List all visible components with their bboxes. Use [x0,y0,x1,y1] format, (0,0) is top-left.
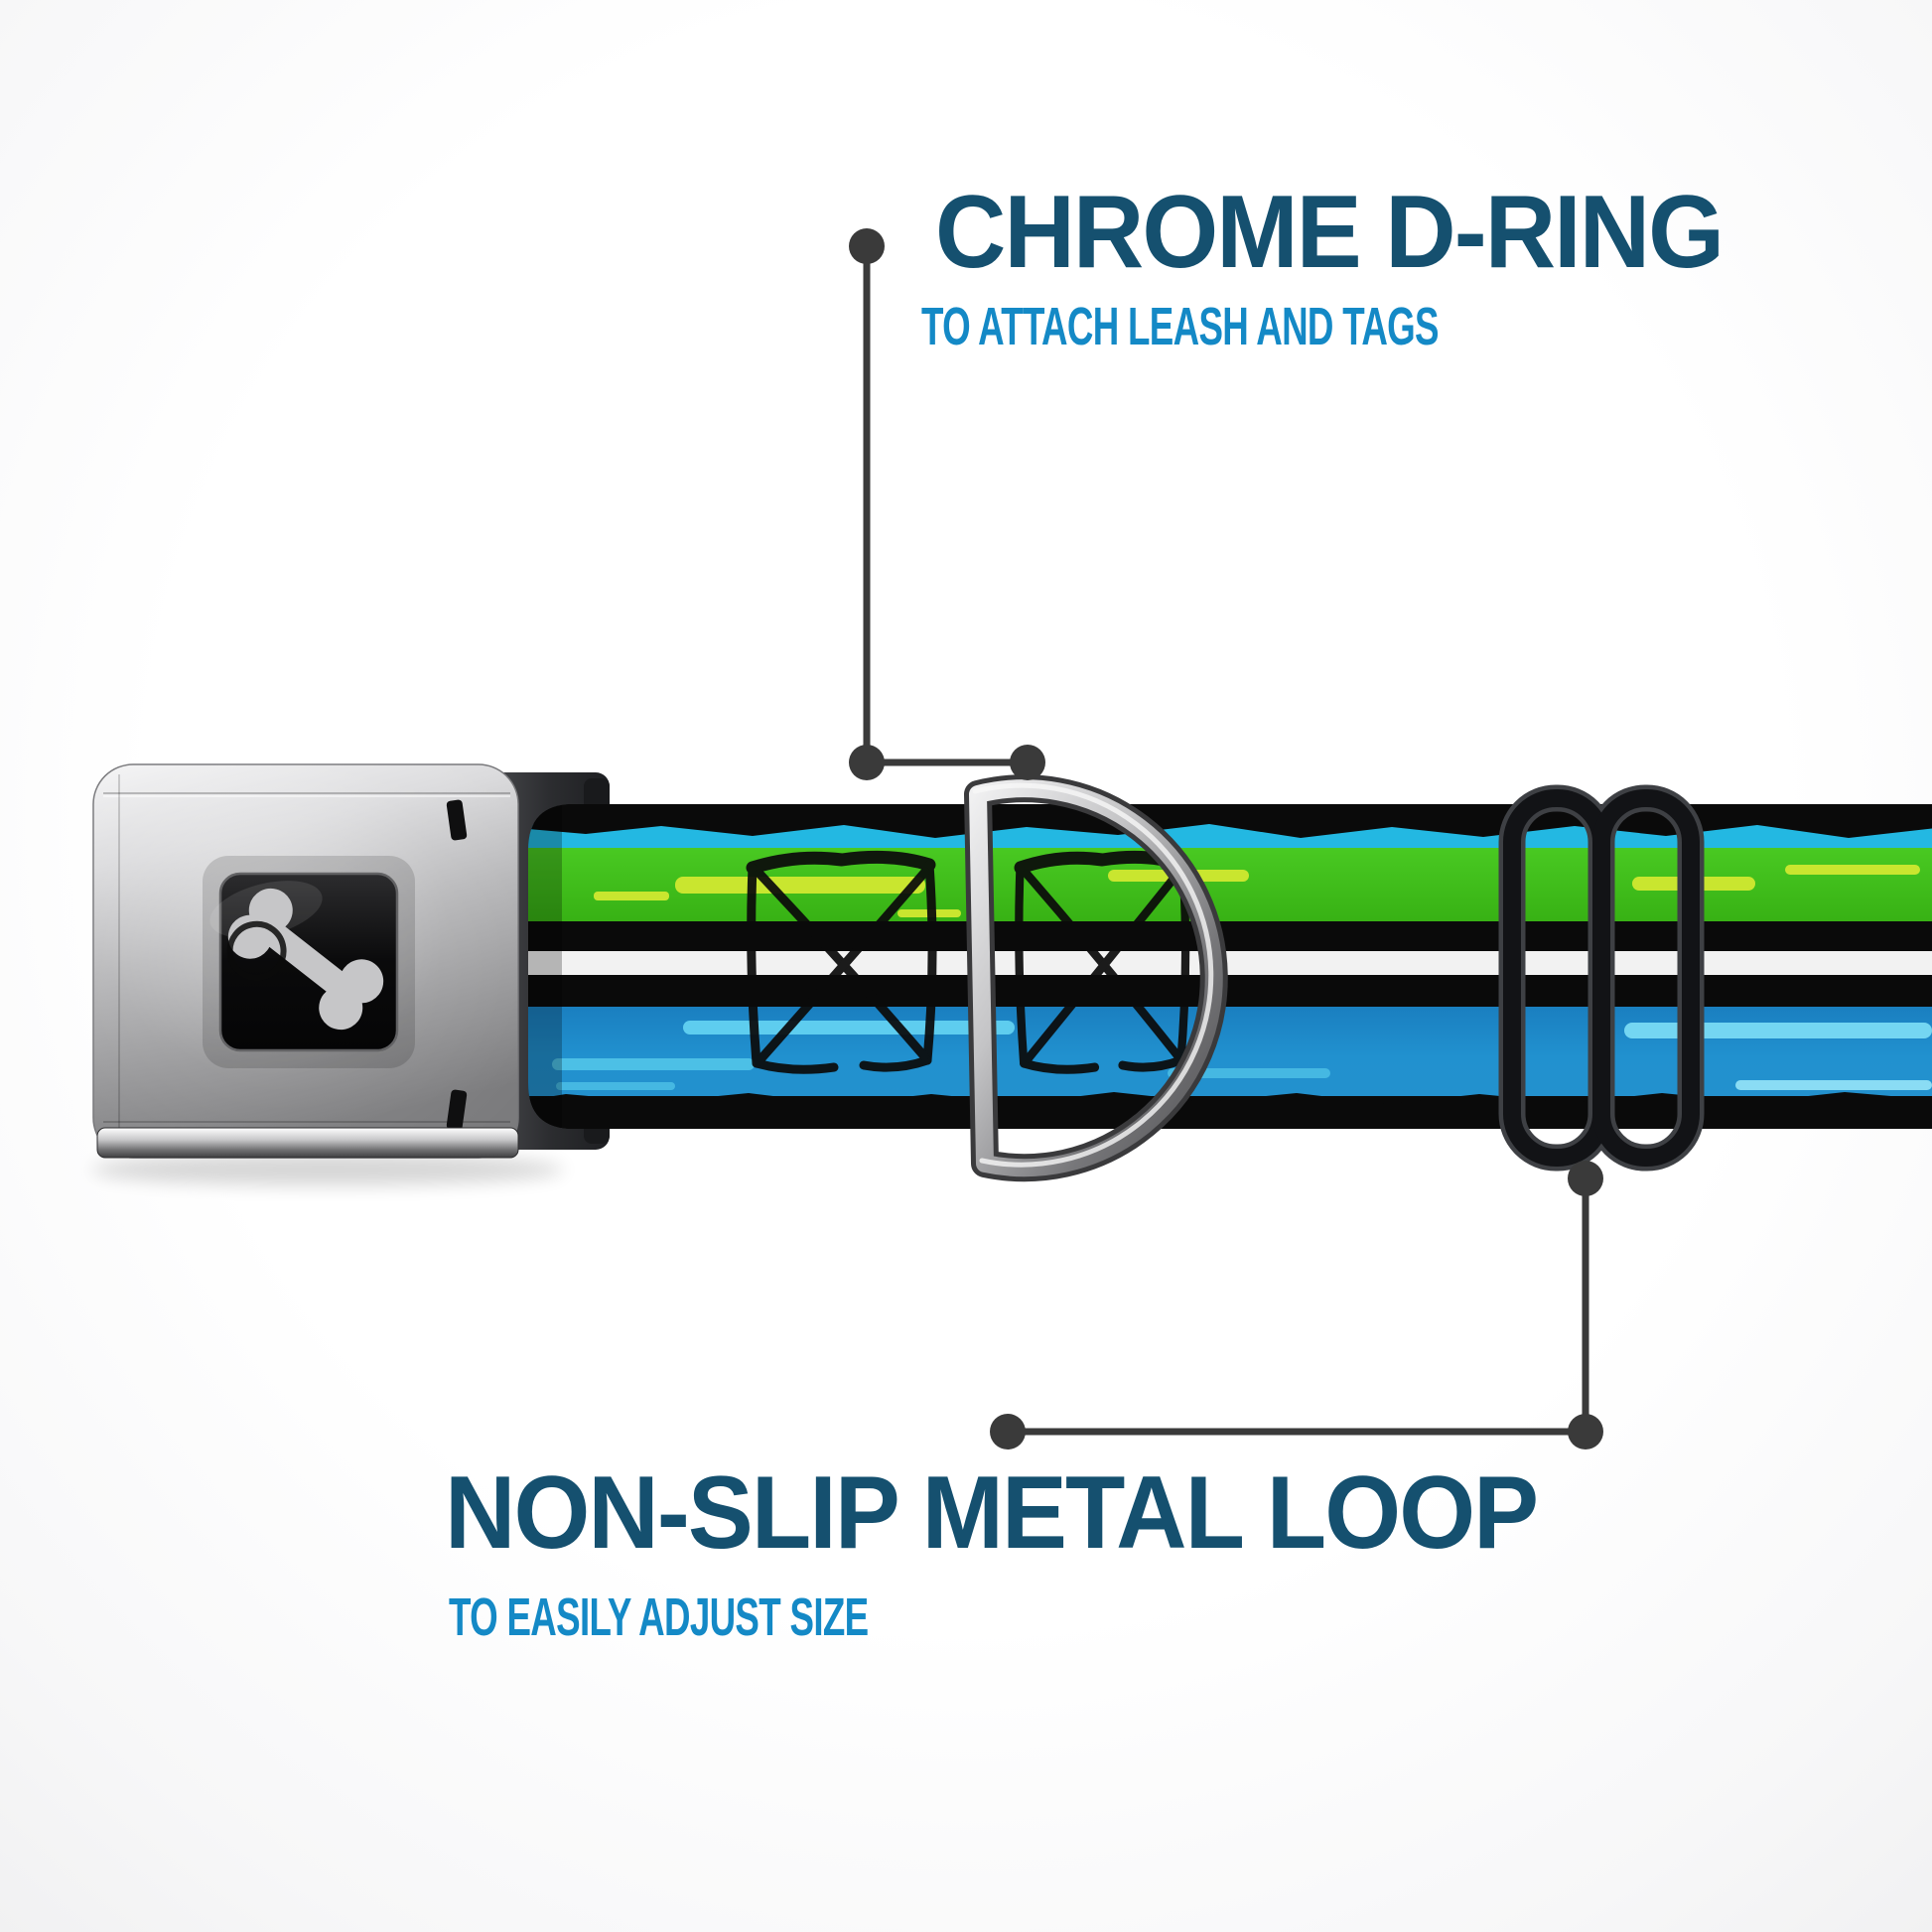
top-callout-title: CHROME D-RING [935,175,1725,290]
bottom-callout-subtitle: TO EASILY ADJUST SIZE [449,1587,869,1647]
top-callout-dots [849,228,1045,780]
seatbelt-buckle [92,763,519,1159]
slider-loop [1498,784,1705,1172]
strap-bottom-edge [528,1092,1932,1129]
buckle-shadow [91,1154,564,1185]
bottom-callout-dots [990,1161,1603,1449]
sketched-goal-motif [746,850,937,1074]
d-ring [964,774,1228,1182]
bottom-callout-connector [1008,1178,1589,1436]
bottom-callout-title: NON-SLIP METAL LOOP [445,1455,1539,1571]
buckle-chrome-base [96,1127,519,1159]
top-callout-subtitle: TO ATTACH LEASH AND TAGS [921,297,1440,356]
top-callout-connector [863,246,1028,766]
dog-bone-icon [226,888,384,1031]
